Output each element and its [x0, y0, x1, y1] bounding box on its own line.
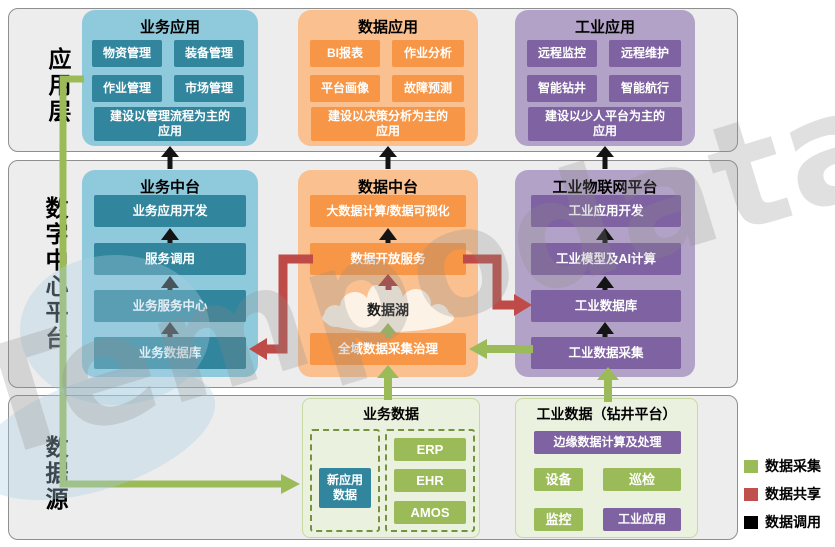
stack-item-chip: 工业数据采集: [531, 337, 681, 369]
system-chip: AMOS: [394, 501, 466, 524]
app-item-chip: 远程维护: [609, 40, 681, 67]
legend-swatch-green: [744, 459, 758, 473]
data-middle-platform-card: 数据中台 大数据计算/数据可视化 数据开放服务 数据湖 全域数据采集治理: [298, 170, 478, 377]
devices-chip: 设备: [534, 468, 583, 491]
industrial-app-title: 工业应用: [574, 19, 635, 36]
legend-swatch-black: [744, 515, 758, 529]
business-app-card: 业务应用 物资管理 装备管理 作业管理 市场管理 建设以管理流程为主的应用: [82, 10, 258, 146]
data-app-tagline: 建设以决策分析为主的应用: [311, 107, 465, 141]
stack-item-chip: 服务调用: [94, 243, 246, 275]
industrial-iot-platform-card: 工业物联网平台 工业应用开发 工业模型及AI计算 工业数据库 工业数据采集: [515, 170, 695, 377]
monitoring-chip: 监控: [534, 508, 583, 531]
legend-swatch-red: [744, 487, 758, 501]
data-lake-label: 数据湖: [367, 302, 409, 318]
data-lake-cloud-icon: 数据湖: [313, 281, 463, 333]
business-middle-platform-card: 业务中台 业务应用开发 服务调用 业务服务中心 业务数据库: [82, 170, 258, 377]
app-item-chip: 智能钻井: [527, 75, 597, 102]
stack-item-chip: 工业数据库: [531, 290, 681, 322]
digital-center-layer-label: 数字中心平台: [42, 196, 68, 352]
business-app-tagline: 建设以管理流程为主的应用: [94, 107, 246, 141]
app-item-chip: 作业管理: [92, 75, 162, 102]
industrial-app-tagline: 建设以少人平台为主的应用: [528, 107, 682, 141]
data-middle-platform-title: 数据中台: [357, 179, 418, 196]
app-item-chip: 平台画像: [310, 75, 380, 102]
legend-label: 数据共享: [765, 486, 821, 502]
stack-item-chip: 业务数据库: [94, 337, 246, 369]
new-app-data-chip: 新应用数据: [319, 468, 371, 508]
systems-dashed-box: ERP EHR AMOS: [385, 429, 475, 532]
app-item-chip: 市场管理: [174, 75, 244, 102]
app-item-chip: BI报表: [310, 40, 380, 67]
app-item-chip: 装备管理: [174, 40, 244, 67]
app-item-chip: 故障预测: [392, 75, 464, 102]
application-layer-label: 应用层: [45, 47, 71, 125]
stack-item-chip: 业务应用开发: [94, 195, 246, 227]
legend: 数据采集 数据共享 数据调用: [744, 452, 821, 536]
legend-label: 数据调用: [765, 514, 821, 530]
app-item-chip: 远程监控: [527, 40, 597, 67]
industrial-app-card: 工业应用 远程监控 远程维护 智能钻井 智能航行 建设以少人平台为主的应用: [515, 10, 695, 146]
new-app-data-dashed-box: 新应用数据: [310, 429, 380, 532]
stack-item-chip: 工业模型及AI计算: [531, 243, 681, 275]
stack-item-chip: 全域数据采集治理: [310, 333, 466, 365]
business-data-card: 业务数据 新应用数据 ERP EHR AMOS: [302, 398, 480, 538]
data-source-layer-label: 数据源: [42, 435, 68, 513]
industrial-app-chip: 工业应用: [603, 508, 681, 531]
stack-item-chip: 业务服务中心: [94, 290, 246, 322]
system-chip: ERP: [394, 438, 466, 461]
stack-item-chip: 大数据计算/数据可视化: [310, 195, 466, 227]
inspection-chip: 巡检: [603, 468, 681, 491]
business-data-title: 业务数据: [363, 406, 419, 422]
legend-item: 数据采集: [744, 452, 821, 480]
stack-item-chip: 数据开放服务: [310, 243, 466, 275]
industrial-data-title: 工业数据（钻井平台）: [536, 406, 677, 422]
business-app-title: 业务应用: [139, 19, 200, 36]
data-app-title: 数据应用: [357, 19, 418, 36]
legend-label: 数据采集: [765, 458, 821, 474]
app-item-chip: 智能航行: [609, 75, 681, 102]
edge-computing-chip: 边缘数据计算及处理: [534, 431, 681, 454]
app-item-chip: 作业分析: [392, 40, 464, 67]
stack-item-chip: 工业应用开发: [531, 195, 681, 227]
legend-item: 数据调用: [744, 508, 821, 536]
app-item-chip: 物资管理: [92, 40, 162, 67]
industrial-iot-platform-title: 工业物联网平台: [552, 179, 658, 196]
business-middle-platform-title: 业务中台: [139, 179, 200, 196]
system-chip: EHR: [394, 469, 466, 492]
legend-item: 数据共享: [744, 480, 821, 508]
industrial-data-card: 工业数据（钻井平台） 边缘数据计算及处理 设备 巡检 监控 工业应用: [515, 398, 698, 538]
data-app-card: 数据应用 BI报表 作业分析 平台画像 故障预测 建设以决策分析为主的应用: [298, 10, 478, 146]
